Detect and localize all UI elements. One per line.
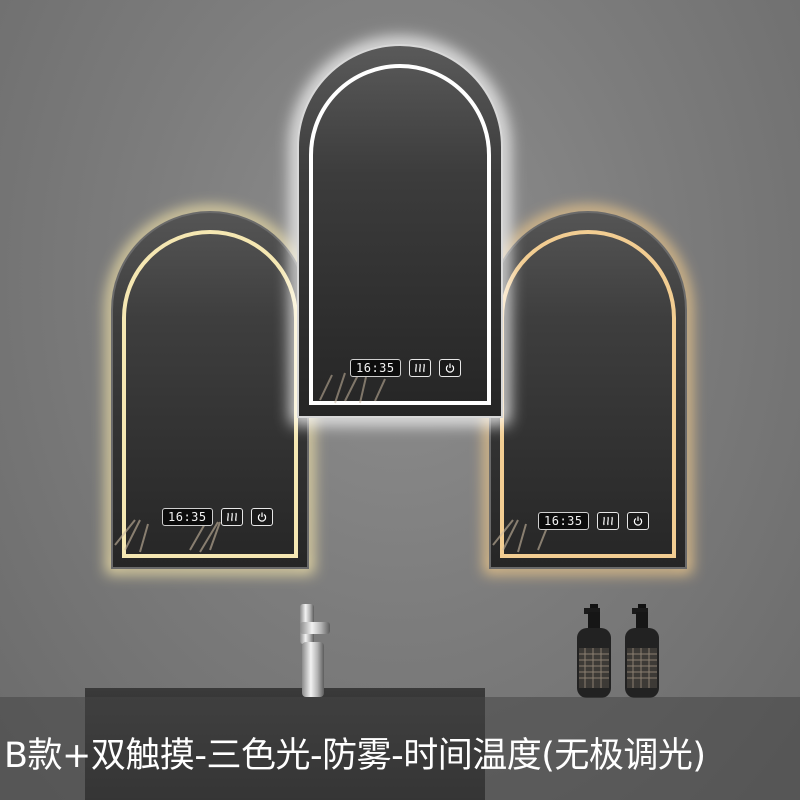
- power-button[interactable]: [438, 359, 461, 377]
- control-panel: 16:35: [162, 508, 273, 526]
- mirror-warm-left: 16:35: [100, 200, 320, 580]
- power-icon: [257, 512, 266, 522]
- power-button[interactable]: [626, 512, 649, 530]
- mirror-white-center: 16:35: [290, 38, 510, 425]
- caption-bar: [0, 697, 800, 800]
- mirror-white-center-graphic: [291, 38, 509, 424]
- defog-button[interactable]: [408, 359, 431, 377]
- defog-button[interactable]: [596, 512, 619, 530]
- clock-display: 16:35: [538, 512, 589, 530]
- clock-display: 16:35: [350, 359, 401, 377]
- power-icon: [633, 516, 642, 526]
- product-caption: B款+双触摸-三色光-防雾-时间温度(无极调光): [4, 736, 706, 776]
- soap-bottle-right: [625, 604, 659, 698]
- faucet: [300, 604, 330, 697]
- defog-icon: [226, 512, 237, 522]
- power-button[interactable]: [250, 508, 273, 526]
- power-icon: [445, 363, 454, 373]
- clock-display: 16:35: [162, 508, 213, 526]
- defog-button[interactable]: [220, 508, 243, 526]
- defog-icon: [414, 363, 425, 373]
- defog-icon: [602, 516, 613, 526]
- control-panel: 16:35: [350, 359, 461, 377]
- control-panel: 16:35: [538, 512, 649, 530]
- mirror-amber-right: 16:35: [478, 200, 698, 580]
- soap-bottle-left: [577, 604, 611, 698]
